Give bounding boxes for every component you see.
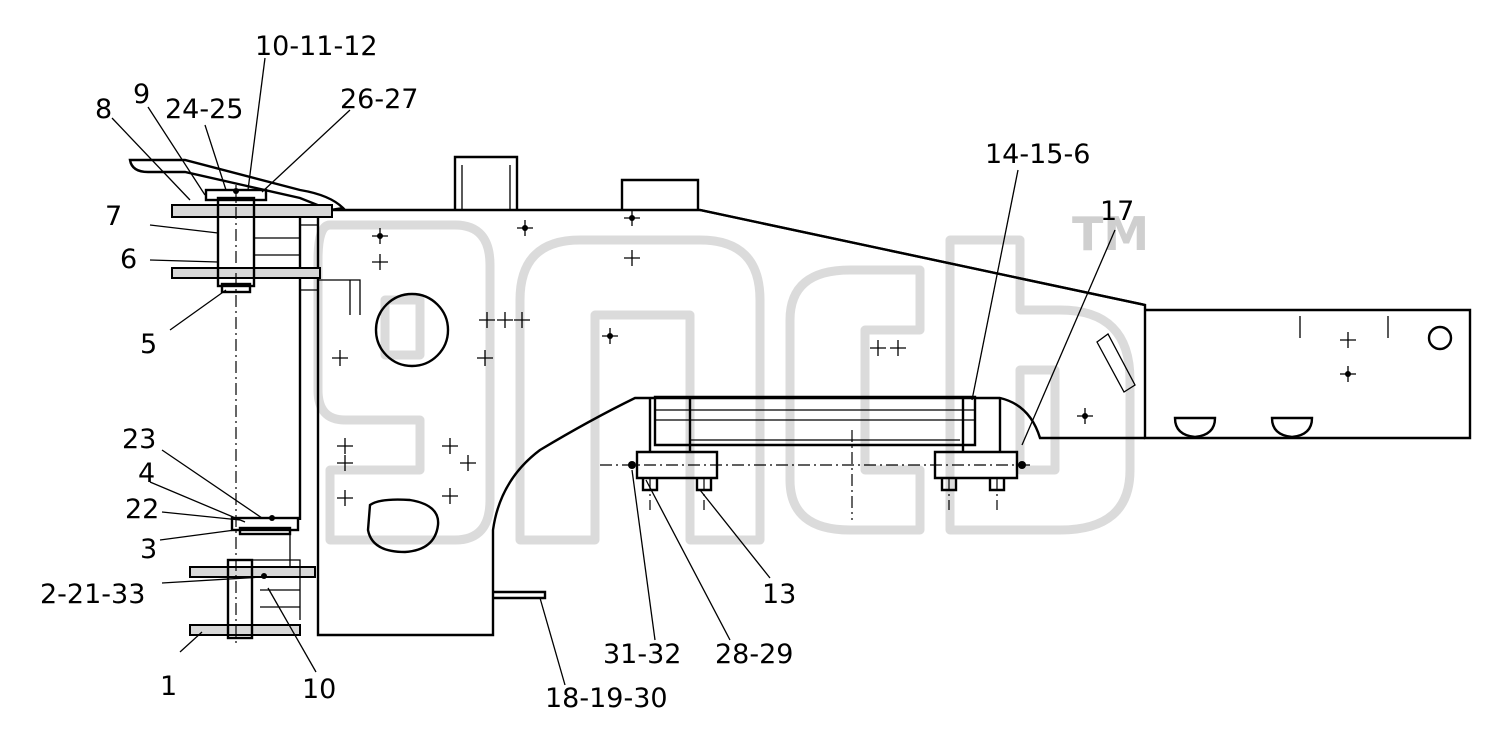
label-13: 13 xyxy=(762,579,796,610)
label-24-25: 24-25 xyxy=(165,94,243,125)
label-10: 10 xyxy=(302,674,336,705)
frame-body xyxy=(298,155,1472,637)
label-6: 6 xyxy=(120,244,137,275)
label-17: 17 xyxy=(1100,196,1134,227)
label-10-11-12: 10-11-12 xyxy=(255,31,378,62)
label-28-29: 28-29 xyxy=(715,639,793,670)
watermark-tm: TM xyxy=(1072,207,1149,261)
label-7: 7 xyxy=(105,201,122,232)
callout-labels: 10-11-12 9 8 24-25 26-27 7 6 5 23 4 22 3… xyxy=(40,31,1134,714)
watermark-logo: TM xyxy=(313,207,1149,545)
label-8: 8 xyxy=(95,94,112,125)
label-4: 4 xyxy=(138,458,155,489)
label-14-15-6: 14-15-6 xyxy=(985,139,1090,170)
axle-assembly xyxy=(628,395,1026,510)
label-5: 5 xyxy=(140,329,157,360)
label-23: 23 xyxy=(122,424,156,455)
label-3: 3 xyxy=(140,534,157,565)
leader-lines xyxy=(111,57,1116,686)
bolt-hole-markers xyxy=(332,210,1356,506)
label-1: 1 xyxy=(160,671,177,702)
label-18-19-30: 18-19-30 xyxy=(545,683,668,714)
label-9: 9 xyxy=(133,79,150,110)
label-26-27: 26-27 xyxy=(340,84,418,115)
center-lines xyxy=(235,185,1030,645)
label-31-32: 31-32 xyxy=(603,639,681,670)
label-22: 22 xyxy=(125,494,159,525)
label-2-21-33: 2-21-33 xyxy=(40,579,145,610)
